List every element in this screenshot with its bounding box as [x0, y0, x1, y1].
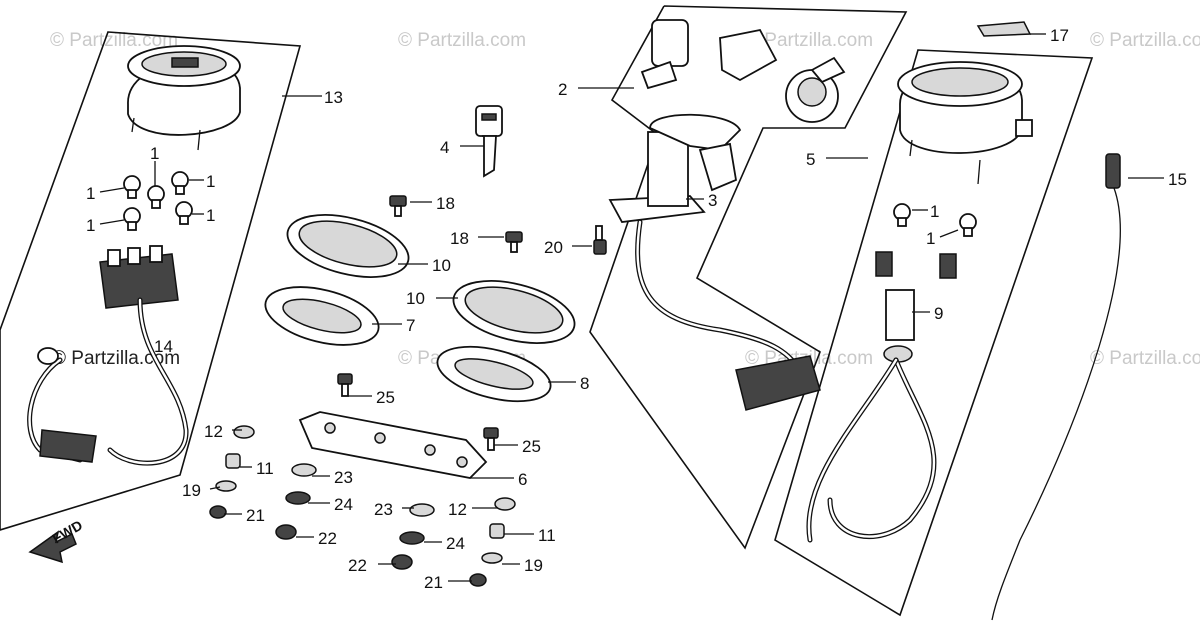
callout-1: 1 [930, 202, 939, 221]
callout-18: 18 [436, 194, 455, 213]
meter-pad [976, 21, 1032, 37]
boundary-ignition-switch-assembly [589, 5, 908, 550]
watermark: © Partzilla.com [745, 30, 873, 51]
screws-upper [389, 195, 607, 255]
callout-1: 1 [86, 184, 95, 203]
callout-15: 15 [1168, 170, 1187, 189]
callout-24: 24 [446, 534, 465, 553]
watermark: © Partzilla.com [1090, 30, 1200, 51]
callout-21: 21 [424, 573, 443, 592]
callout-6: 6 [518, 470, 527, 489]
tachometer-housing [897, 61, 1033, 185]
ignition-key [475, 105, 503, 178]
callout-12: 12 [448, 500, 467, 519]
callout-5: 5 [806, 150, 815, 169]
callout-19: 19 [182, 481, 201, 500]
callout-9: 9 [934, 304, 943, 323]
callout-10: 10 [432, 256, 451, 275]
callout-24: 24 [334, 495, 353, 514]
watermark: © Partzilla.com [398, 30, 526, 51]
callout-22: 22 [318, 529, 337, 548]
tachometer-cable [991, 153, 1121, 621]
callout-4: 4 [440, 138, 449, 157]
meter-bracket-plate [298, 411, 488, 479]
forward-direction-arrow: FWD [28, 517, 85, 564]
mounting-hardware [209, 425, 516, 587]
watermark: © Partzilla.com [1090, 348, 1200, 369]
callout-10: 10 [406, 289, 425, 308]
callout-22: 22 [348, 556, 367, 575]
wire-harness-tachometer [806, 251, 957, 543]
indicator-bulbs-left [123, 171, 193, 231]
callout-14: 14 [154, 337, 173, 356]
ignition-switch [608, 113, 821, 411]
speedometer-housing [127, 45, 241, 151]
boundary-speedometer-assembly [0, 31, 302, 531]
callout-25: 25 [376, 388, 395, 407]
indicator-bulbs-right [893, 203, 977, 237]
meter-rings-and-cases [264, 214, 576, 403]
screws-bracket [337, 373, 499, 451]
watermark: © Partzilla.com [52, 348, 180, 369]
callout-1: 1 [206, 206, 215, 225]
callout-3: 3 [708, 191, 717, 210]
callout-19: 19 [524, 556, 543, 575]
callout-17: 17 [1050, 26, 1069, 45]
wire-harness-speedometer [27, 245, 189, 466]
callout-23: 23 [334, 468, 353, 487]
callout-23: 23 [374, 500, 393, 519]
callout-11: 11 [538, 526, 556, 545]
callout-25: 25 [522, 437, 541, 456]
callout-8: 8 [580, 374, 589, 393]
callout-2: 2 [558, 80, 567, 99]
callout-20: 20 [544, 238, 563, 257]
callout-1: 1 [206, 172, 215, 191]
leader-lines [99, 33, 1164, 582]
callout-12: 12 [204, 422, 223, 441]
callout-13: 13 [324, 88, 343, 107]
callout-1: 1 [86, 216, 95, 235]
callout-1: 1 [926, 229, 935, 248]
callout-labels: 13 1 1 1 1 1 14 4 2 3 18 18 20 10 10 7 8… [86, 26, 1187, 592]
callout-11: 11 [256, 459, 274, 478]
boundary-tachometer-assembly [774, 49, 1094, 617]
callout-21: 21 [246, 506, 265, 525]
key-cylinder-set [640, 19, 846, 123]
callout-1: 1 [150, 144, 159, 163]
callout-7: 7 [406, 316, 415, 335]
callout-18: 18 [450, 229, 469, 248]
